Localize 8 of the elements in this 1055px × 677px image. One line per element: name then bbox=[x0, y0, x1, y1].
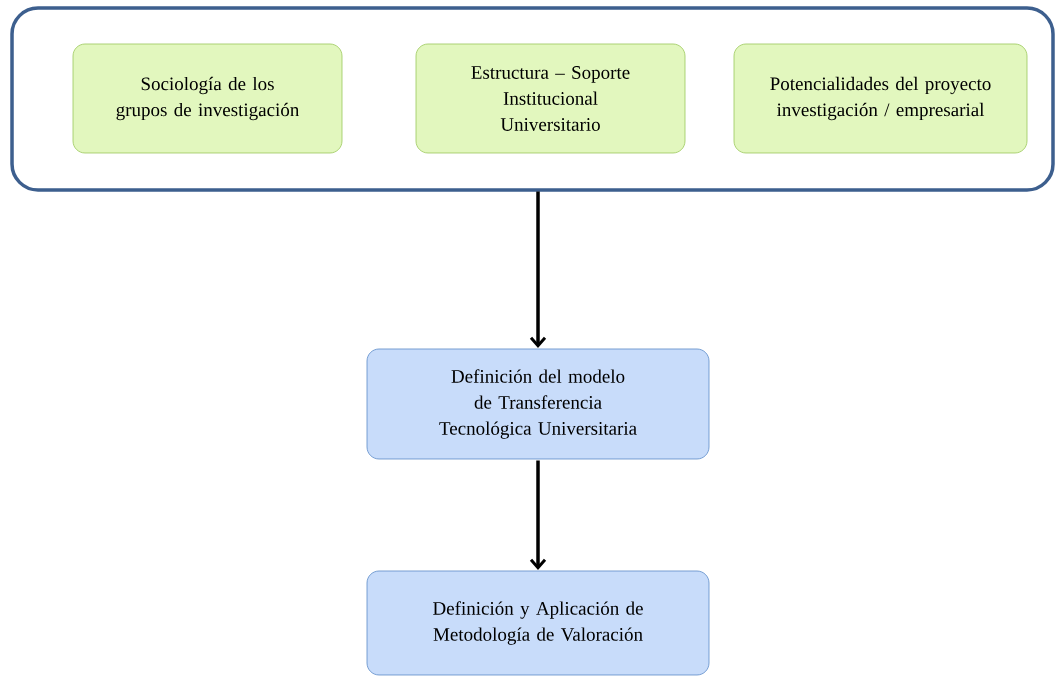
arrow bbox=[529, 460, 547, 570]
group-frame bbox=[10, 6, 1055, 192]
process-box: Estructura – Soporte Institucional Universitario bbox=[415, 43, 686, 154]
process-box: Definición del modelo de Transferencia Tecnológica Universitaria bbox=[366, 348, 710, 460]
arrow bbox=[529, 191, 547, 348]
process-box: Potencialidades del proyecto investigación / empresarial bbox=[733, 43, 1028, 154]
process-box: Sociología de los grupos de investigación bbox=[72, 43, 343, 154]
process-box: Definición y Aplicación de Metodología de Valoración bbox=[366, 570, 710, 676]
